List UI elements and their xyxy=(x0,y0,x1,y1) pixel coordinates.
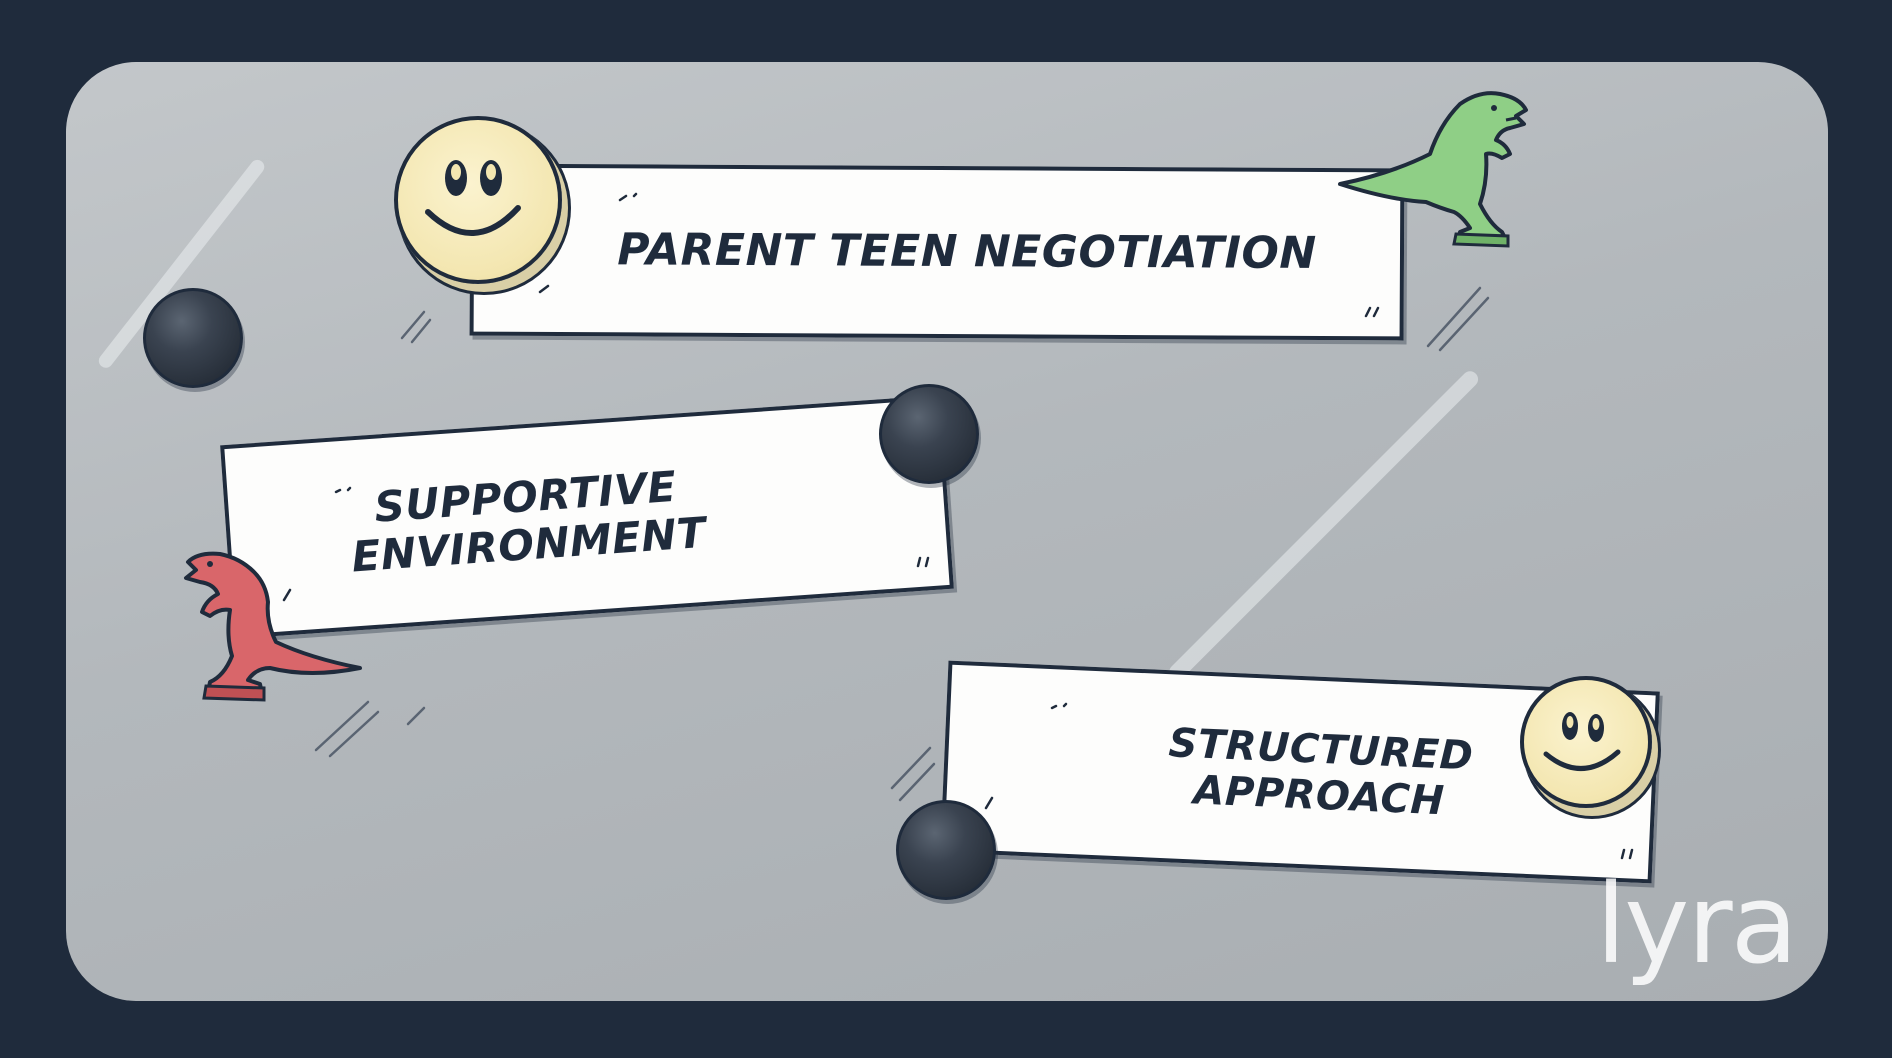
lyra-logo: lyra xyxy=(1595,860,1798,988)
smiley-magnet-icon xyxy=(394,116,562,284)
smiley-magnet-icon xyxy=(1520,676,1652,808)
black-ball-magnet-icon xyxy=(896,800,996,900)
green-dinosaur-magnet-icon xyxy=(1338,91,1528,248)
black-ball-magnet-icon xyxy=(879,384,979,484)
black-ball-magnet-icon xyxy=(143,288,243,388)
red-dinosaur-magnet-icon xyxy=(184,551,362,702)
